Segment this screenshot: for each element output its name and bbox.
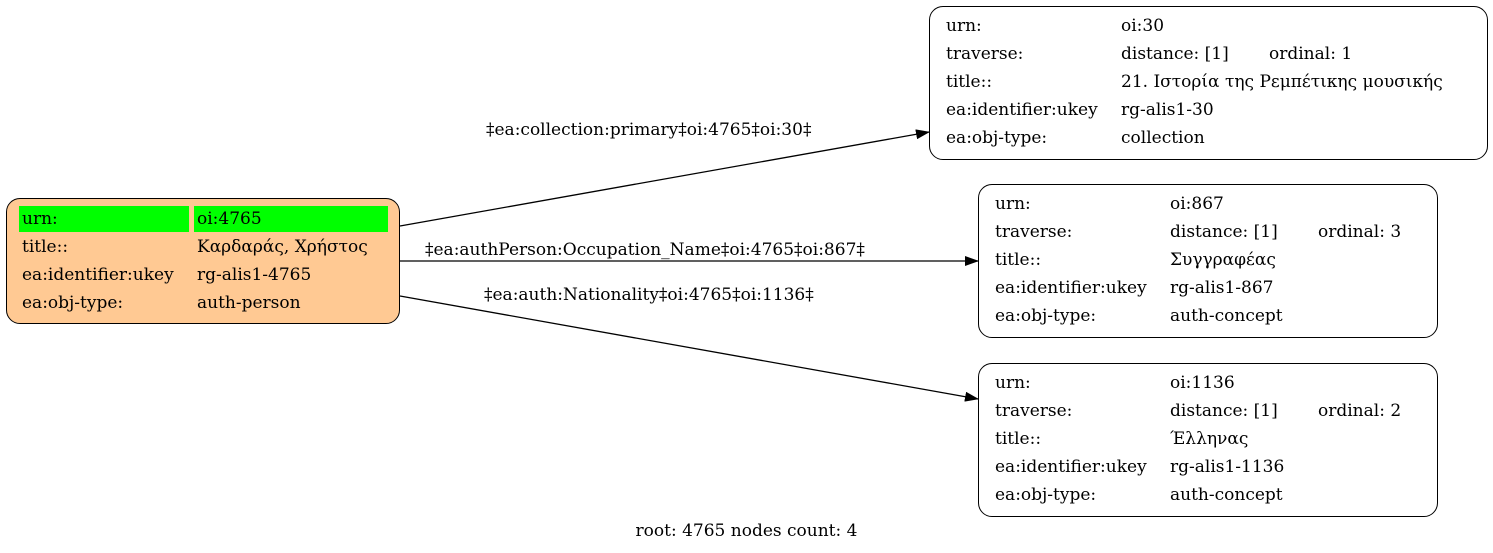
type-key: ea:obj-type: [946,128,1048,148]
root-row-ukey: ea:identifier:ukey rg-alis1-4765 [7,262,399,288]
edge-label-occupation-name: ‡ea:authPerson:Occupation_Name‡oi:4765‡o… [425,240,865,260]
node-row-traverse: traverse: distance: [1] ordinal: 3 [979,219,1437,245]
root-type-key: ea:obj-type: [22,293,124,313]
node-oi-1136[interactable]: urn: oi:1136 traverse: distance: [1] ord… [978,363,1438,517]
ordinal-value: ordinal: 2 [1318,401,1402,421]
root-title-value: Καρδαράς, Χρήστος [197,237,368,257]
root-row-urn: urn: oi:4765 [7,206,399,232]
node-row-title: title:: Συγγραφέας [979,247,1437,273]
ukey-value: rg-alis1-1136 [1170,457,1285,477]
ukey-value: rg-alis1-867 [1170,278,1274,298]
title-key: title:: [946,72,993,92]
ordinal-value: ordinal: 3 [1318,222,1402,242]
ukey-key: ea:identifier:ukey [946,100,1098,120]
node-row-type: ea:obj-type: auth-concept [979,482,1437,508]
type-value: collection [1121,128,1205,148]
distance-value: distance: [1] [1121,44,1229,64]
node-row-urn: urn: oi:867 [979,191,1437,217]
edge-nationality [399,295,979,402]
edge-label-collection-primary: ‡ea:collection:primary‡oi:4765‡oi:30‡ [486,120,812,140]
graph-footer: root: 4765 nodes count: 4 [635,521,858,541]
ukey-key: ea:identifier:ukey [995,278,1147,298]
urn-value: oi:867 [1170,194,1224,214]
node-row-urn: urn: oi:1136 [979,370,1437,396]
node-row-traverse: traverse: distance: [1] ordinal: 1 [930,41,1487,67]
distance-value: distance: [1] [1170,401,1278,421]
title-value: Συγγραφέας [1170,250,1276,270]
root-type-value: auth-person [197,293,301,313]
root-title-key: title:: [22,237,69,257]
root-row-type: ea:obj-type: auth-person [7,290,399,316]
edge-collection-primary [399,129,930,227]
title-key: title:: [995,429,1042,449]
node-row-title: title:: Έλληνας [979,426,1437,452]
type-key: ea:obj-type: [995,306,1097,326]
node-row-title: title:: 21. Ιστορία της Ρεμπέτικης μουσι… [930,69,1487,95]
node-row-type: ea:obj-type: auth-concept [979,303,1437,329]
root-row-title: title:: Καρδαράς, Χρήστος [7,234,399,260]
node-row-ukey: ea:identifier:ukey rg-alis1-30 [930,97,1487,123]
title-key: title:: [995,250,1042,270]
title-value: 21. Ιστορία της Ρεμπέτικης μουσικής [1121,72,1443,92]
type-key: ea:obj-type: [995,485,1097,505]
urn-value: oi:30 [1121,16,1165,36]
urn-value: oi:1136 [1170,373,1235,393]
root-node[interactable]: urn: oi:4765 title:: Καρδαράς, Χρήστος e… [6,198,400,324]
ukey-key: ea:identifier:ukey [995,457,1147,477]
ukey-value: rg-alis1-30 [1121,100,1214,120]
ordinal-value: ordinal: 1 [1269,44,1353,64]
traverse-key: traverse: [946,44,1024,64]
root-ukey-key: ea:identifier:ukey [22,265,174,285]
node-row-traverse: traverse: distance: [1] ordinal: 2 [979,398,1437,424]
traverse-key: traverse: [995,222,1073,242]
urn-key: urn: [995,194,1031,214]
title-value: Έλληνας [1170,429,1249,449]
node-oi-30[interactable]: urn: oi:30 traverse: distance: [1] ordin… [929,6,1488,160]
distance-value: distance: [1] [1170,222,1278,242]
edge-label-nationality: ‡ea:auth:Nationality‡oi:4765‡oi:1136‡ [484,285,814,305]
node-row-urn: urn: oi:30 [930,13,1487,39]
node-row-type: ea:obj-type: collection [930,125,1487,151]
root-urn-value: oi:4765 [194,206,388,232]
urn-key: urn: [946,16,982,36]
node-row-ukey: ea:identifier:ukey rg-alis1-1136 [979,454,1437,480]
traverse-key: traverse: [995,401,1073,421]
type-value: auth-concept [1170,306,1283,326]
node-row-ukey: ea:identifier:ukey rg-alis1-867 [979,275,1437,301]
urn-key: urn: [995,373,1031,393]
node-oi-867[interactable]: urn: oi:867 traverse: distance: [1] ordi… [978,184,1438,338]
root-ukey-value: rg-alis1-4765 [197,265,312,285]
type-value: auth-concept [1170,485,1283,505]
root-urn-key: urn: [19,206,189,232]
